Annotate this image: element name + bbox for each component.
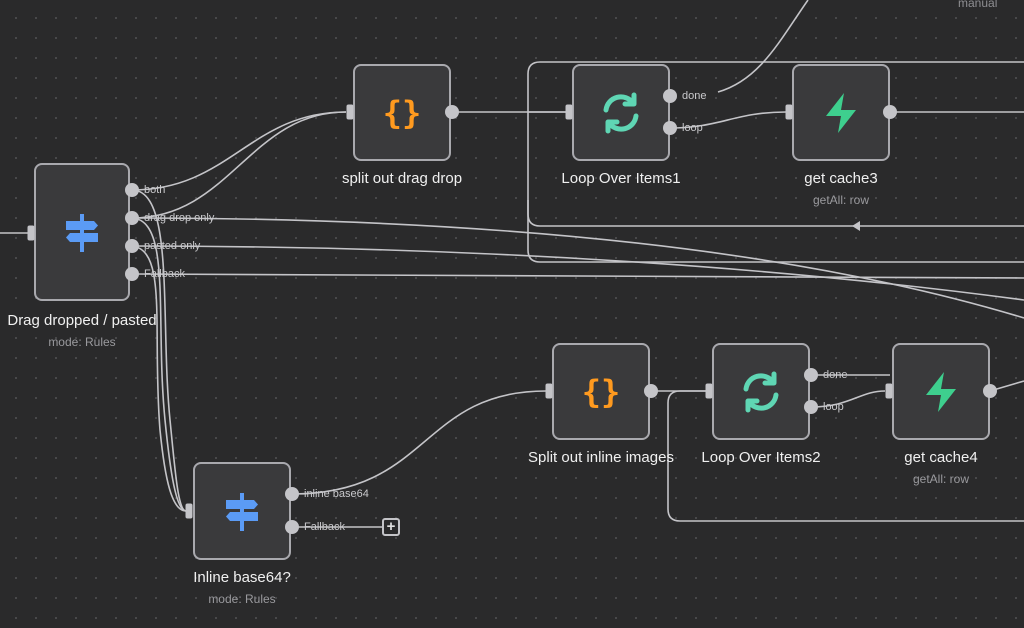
input-port[interactable] xyxy=(346,104,354,120)
output-port-inline-base64[interactable] xyxy=(285,487,299,501)
output-port-done[interactable] xyxy=(663,89,677,103)
signpost-icon xyxy=(60,210,104,254)
output-port-pasted-only[interactable] xyxy=(125,239,139,253)
node-inline-base64-switch[interactable] xyxy=(193,462,291,560)
refresh-loop-icon xyxy=(738,369,784,415)
input-port[interactable] xyxy=(545,383,553,399)
node-title: Split out inline images xyxy=(528,449,674,466)
output-port-loop[interactable] xyxy=(663,121,677,135)
wire-fallback-long xyxy=(131,273,1024,279)
output-label-loop: loop xyxy=(682,122,703,134)
output-port[interactable] xyxy=(983,384,997,398)
node-title: Inline base64? xyxy=(193,569,291,586)
node-subtitle: getAll: row xyxy=(912,472,970,486)
output-label-fallback: Fallback xyxy=(304,521,345,533)
output-label-loop: loop xyxy=(823,401,844,413)
output-label-both: both xyxy=(144,184,166,196)
wire-both-split xyxy=(131,111,347,191)
output-port[interactable] xyxy=(445,105,459,119)
node-loop-over-items-2[interactable] xyxy=(712,343,810,440)
top-right-text: manual xyxy=(958,0,998,10)
wire-loopback-1 xyxy=(527,61,1024,227)
output-port[interactable] xyxy=(644,384,658,398)
output-port-drag-drop-only[interactable] xyxy=(125,211,139,225)
node-get-cache-4[interactable] xyxy=(892,343,990,440)
node-get-cache-3[interactable] xyxy=(792,64,890,161)
input-port[interactable] xyxy=(565,104,573,120)
input-port[interactable] xyxy=(27,225,35,241)
output-port[interactable] xyxy=(883,105,897,119)
node-split-out-drag-drop[interactable]: {} xyxy=(353,64,451,161)
node-subtitle: getAll: row xyxy=(812,193,870,207)
wire-top-right xyxy=(717,0,809,93)
node-title: split out drag drop xyxy=(341,170,463,187)
node-title: Drag dropped / pasted xyxy=(7,312,157,329)
node-split-out-inline-images[interactable]: {} xyxy=(552,343,650,440)
wire-dragonly-long xyxy=(131,217,1024,319)
node-title: get cache4 xyxy=(904,449,978,466)
node-drag-dropped-switch[interactable] xyxy=(34,163,130,301)
wire-loop1-cache3 xyxy=(669,111,787,129)
node-loop-over-items-1[interactable] xyxy=(572,64,670,161)
input-port[interactable] xyxy=(885,383,893,399)
lightning-bolt-icon xyxy=(921,370,961,414)
output-port-fallback[interactable] xyxy=(125,267,139,281)
output-label-inline-base64: inline base64 xyxy=(304,488,369,500)
input-port[interactable] xyxy=(185,503,193,519)
svg-text:{}: {} xyxy=(582,373,621,411)
wire-dragonly-split xyxy=(131,111,347,219)
signpost-icon xyxy=(220,489,264,533)
output-label-done: done xyxy=(823,369,848,381)
input-port[interactable] xyxy=(785,104,793,120)
wire-pasted-long xyxy=(131,245,1024,301)
output-label-drag-drop-only: drag drop only xyxy=(144,212,215,224)
node-subtitle: mode: Rules xyxy=(208,592,276,606)
curly-braces-icon: {} xyxy=(579,370,623,414)
lightning-bolt-icon xyxy=(821,91,861,135)
wire-switch-inline-c xyxy=(131,245,187,512)
output-label-done: done xyxy=(682,90,707,102)
input-port[interactable] xyxy=(705,383,713,399)
curly-braces-icon: {} xyxy=(380,91,424,135)
svg-text:{}: {} xyxy=(383,94,422,132)
node-title: Loop Over Items2 xyxy=(701,449,821,466)
output-port-loop[interactable] xyxy=(804,400,818,414)
node-title: Loop Over Items1 xyxy=(561,170,681,187)
output-port-done[interactable] xyxy=(804,368,818,382)
wire-switch-inline-b xyxy=(131,217,187,512)
node-title: get cache3 xyxy=(804,170,878,187)
refresh-loop-icon xyxy=(598,90,644,136)
wire-loop2-cache4 xyxy=(810,390,886,408)
output-port-fallback[interactable] xyxy=(285,520,299,534)
output-label-pasted-only: pasted only xyxy=(144,240,201,252)
wire-arrow xyxy=(852,221,860,231)
wire-loopback-2 xyxy=(527,200,1024,263)
wire-loopback2 xyxy=(667,390,1024,522)
output-port-both[interactable] xyxy=(125,183,139,197)
add-node-button[interactable]: + xyxy=(382,518,400,536)
output-label-fallback: Fallback xyxy=(144,268,185,280)
wire-switch-inline-a xyxy=(131,189,187,512)
node-subtitle: mode: Rules xyxy=(48,335,116,349)
wire-inline-split xyxy=(291,390,547,495)
